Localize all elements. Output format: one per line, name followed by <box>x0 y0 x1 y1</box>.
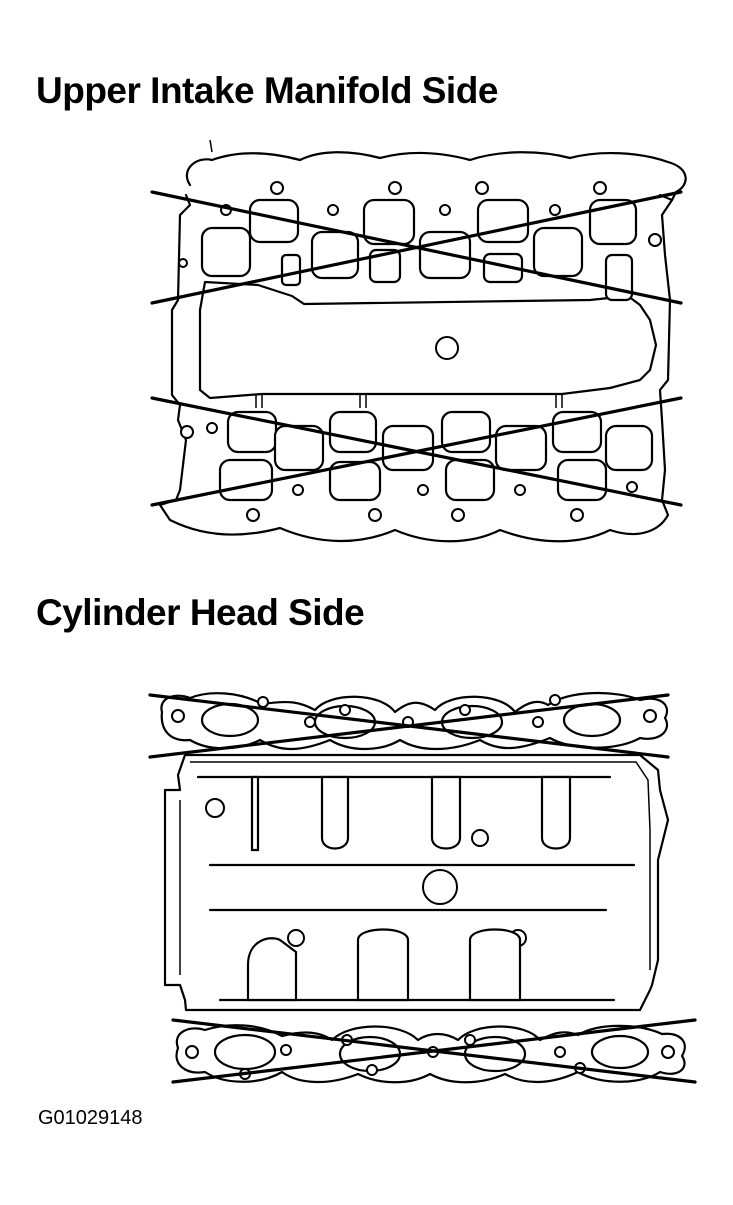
cylinder-head-gasket-illustration <box>148 692 697 1084</box>
cross-out-x-icon <box>148 693 697 1084</box>
upper-intake-manifold-side-heading: Upper Intake Manifold Side <box>36 70 498 111</box>
upper-intake-gasket-icon <box>158 139 687 543</box>
figure-code: G01029148 <box>38 1107 143 1129</box>
cross-out-x-icon <box>150 190 683 507</box>
cylinder-head-gasket-icon <box>160 692 686 1084</box>
cylinder-head-side-heading: Cylinder Head Side <box>36 592 365 633</box>
upper-intake-gasket-illustration <box>150 139 687 543</box>
